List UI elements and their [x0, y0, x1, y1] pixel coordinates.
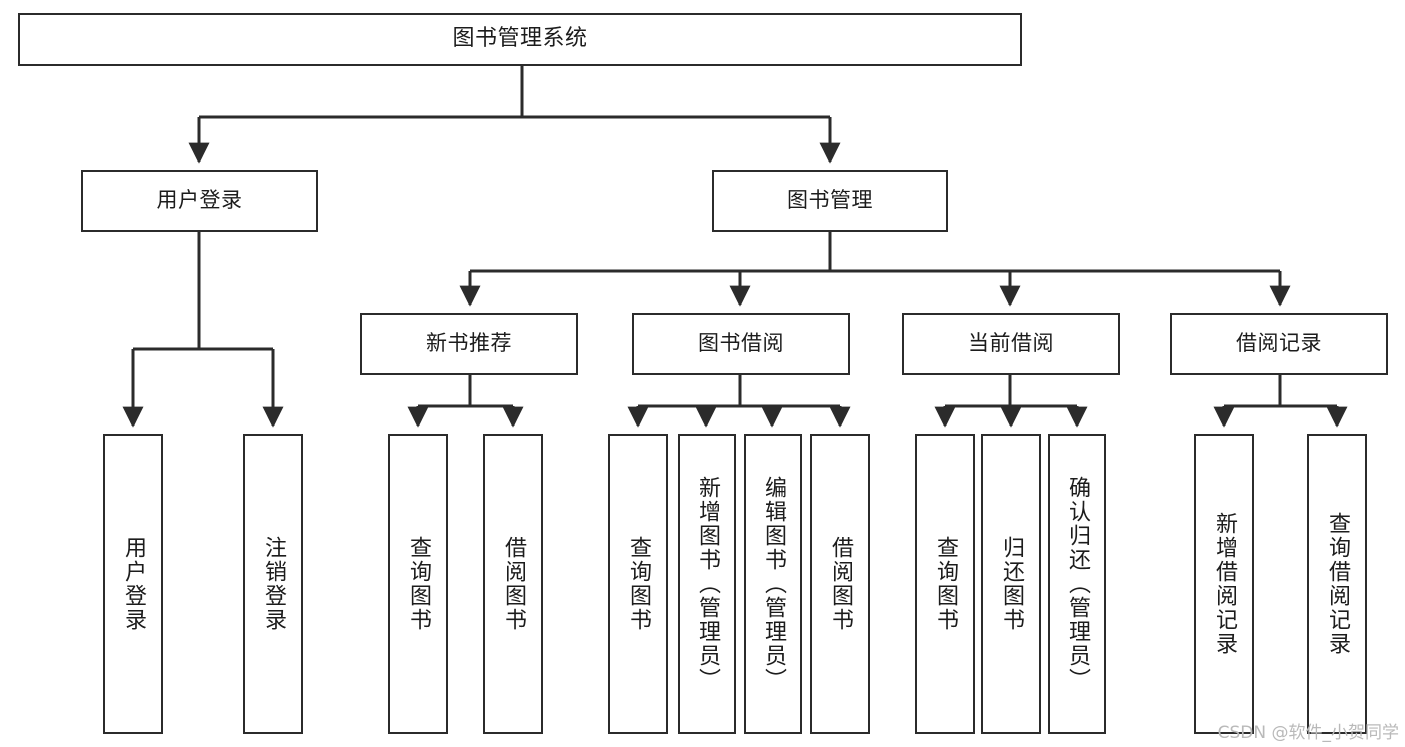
node-leaf-borrow-book-2-label: 借阅图书	[827, 536, 853, 632]
node-leaf-query-book-3-label: 查询图书	[932, 536, 958, 632]
node-leaf-query-book-1-label: 查询图书	[405, 536, 431, 632]
node-leaf-edit-book[interactable]: 编辑图书（管理员）	[744, 434, 802, 734]
node-user-login-label: 用户登录	[156, 188, 243, 213]
node-leaf-return-book[interactable]: 归还图书	[981, 434, 1041, 734]
node-user-login[interactable]: 用户登录	[81, 170, 318, 232]
node-leaf-query-record[interactable]: 查询借阅记录	[1307, 434, 1367, 734]
node-book-manage[interactable]: 图书管理	[712, 170, 948, 232]
node-leaf-edit-book-label: 编辑图书（管理员）	[760, 476, 786, 692]
watermark: CSDN @软件_小贺同学	[1217, 723, 1399, 743]
node-leaf-query-record-label: 查询借阅记录	[1324, 512, 1350, 656]
node-current-borrow[interactable]: 当前借阅	[902, 313, 1120, 375]
node-leaf-return-book-label: 归还图书	[998, 536, 1024, 632]
node-leaf-add-record[interactable]: 新增借阅记录	[1194, 434, 1254, 734]
node-new-book-rec-label: 新书推荐	[426, 331, 512, 356]
node-leaf-add-book-label: 新增图书（管理员）	[694, 476, 720, 692]
node-root-label: 图书管理系统	[452, 26, 588, 52]
node-leaf-borrow-book-1-label: 借阅图书	[500, 536, 526, 632]
node-leaf-query-book-1[interactable]: 查询图书	[388, 434, 448, 734]
node-leaf-borrow-book-1[interactable]: 借阅图书	[483, 434, 543, 734]
node-leaf-user-login-label: 用户登录	[120, 536, 146, 632]
node-leaf-logout-label: 注销登录	[260, 536, 286, 632]
node-book-borrow-label: 图书借阅	[698, 331, 784, 356]
node-leaf-borrow-book-2[interactable]: 借阅图书	[810, 434, 870, 734]
node-leaf-logout[interactable]: 注销登录	[243, 434, 303, 734]
node-leaf-add-record-label: 新增借阅记录	[1211, 512, 1237, 656]
node-leaf-query-book-3[interactable]: 查询图书	[915, 434, 975, 734]
node-leaf-user-login[interactable]: 用户登录	[103, 434, 163, 734]
node-book-manage-label: 图书管理	[787, 188, 873, 213]
node-root[interactable]: 图书管理系统	[18, 13, 1022, 66]
node-borrow-record[interactable]: 借阅记录	[1170, 313, 1388, 375]
node-book-borrow[interactable]: 图书借阅	[632, 313, 850, 375]
node-new-book-rec[interactable]: 新书推荐	[360, 313, 578, 375]
node-leaf-query-book-2-label: 查询图书	[625, 536, 651, 632]
node-leaf-add-book[interactable]: 新增图书（管理员）	[678, 434, 736, 734]
node-borrow-record-label: 借阅记录	[1236, 331, 1322, 356]
node-leaf-query-book-2[interactable]: 查询图书	[608, 434, 668, 734]
node-leaf-confirm-return-label: 确认归还（管理员）	[1064, 476, 1090, 692]
node-leaf-confirm-return[interactable]: 确认归还（管理员）	[1048, 434, 1106, 734]
node-current-borrow-label: 当前借阅	[968, 331, 1054, 356]
